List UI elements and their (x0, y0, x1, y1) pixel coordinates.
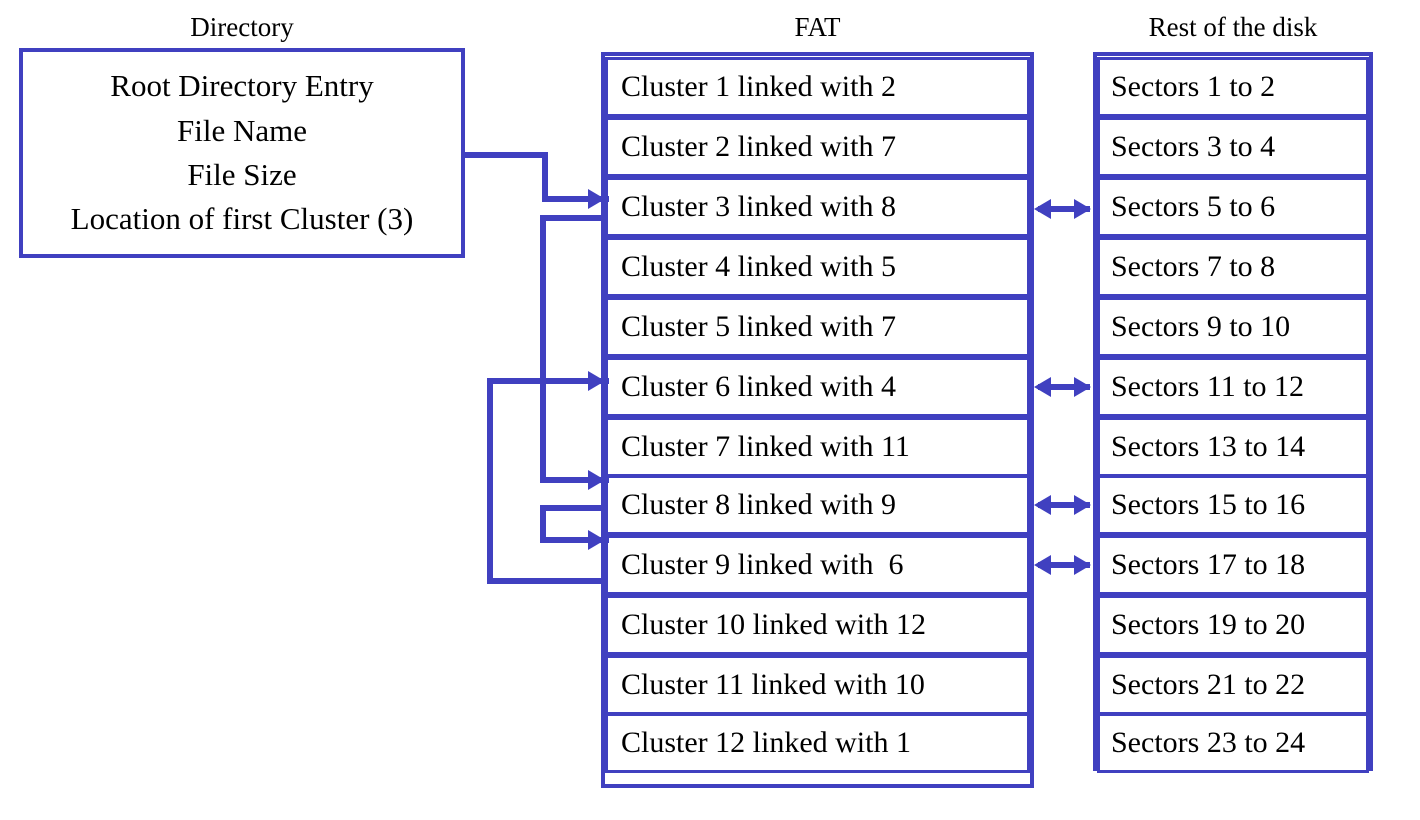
arrowhead-into-cluster3-icon (588, 189, 605, 209)
link-cluster9-to-cluster6-horizontal-top (487, 378, 567, 384)
disk-cell-7[interactable]: Sectors 13 to 14 (1097, 417, 1369, 477)
disk-cell-5[interactable]: Sectors 9 to 10 (1097, 297, 1369, 357)
arrowhead-into-cluster9-icon (588, 530, 605, 550)
arrowhead-cluster9-left-icon (1034, 555, 1051, 575)
link-cluster9-to-sectors17to18-line (1038, 562, 1090, 568)
fat-cell-4[interactable]: Cluster 4 linked with 5 (605, 237, 1030, 297)
fat-cell-3[interactable]: Cluster 3 linked with 8 (605, 177, 1030, 237)
disk-cell-1[interactable]: Sectors 1 to 2 (1097, 57, 1369, 117)
disk-cell-6[interactable]: Sectors 11 to 12 (1097, 357, 1369, 417)
link-cluster8-to-cluster9-horizontal-top (540, 505, 606, 511)
link-cluster3-to-sectors5to6-line (1038, 206, 1090, 212)
link-cluster6-to-sectors11to12-line (1038, 384, 1090, 390)
disk-cell-4[interactable]: Sectors 7 to 8 (1097, 237, 1369, 297)
arrowhead-sectors17to18-right-icon (1074, 555, 1091, 575)
fat-cell-7[interactable]: Cluster 7 linked with 11 (605, 417, 1030, 477)
root-directory-entry-box: Root Directory Entry File Name File Size… (19, 48, 465, 258)
fat-cell-11[interactable]: Cluster 11 linked with 10 (605, 655, 1030, 715)
arrowhead-cluster6-left-icon (1034, 377, 1051, 397)
arrowhead-into-cluster6-icon (588, 371, 605, 391)
link-cluster8-to-cluster9-vertical (540, 505, 546, 543)
link-cluster8-to-cluster9-horizontal-bottom (540, 537, 609, 543)
directory-line-file-name: File Name (177, 112, 307, 148)
link-directory-to-cluster3-horizontal-a (462, 152, 548, 158)
fat-column-heading: FAT (794, 12, 841, 42)
disk-cell-2[interactable]: Sectors 3 to 4 (1097, 117, 1369, 177)
fat-cell-6[interactable]: Cluster 6 linked with 4 (605, 357, 1030, 417)
directory-line-first-cluster: Location of first Cluster (3) (70, 201, 414, 237)
arrowhead-sectors5to6-right-icon (1074, 199, 1091, 219)
fat-cell-1[interactable]: Cluster 1 linked with 2 (605, 57, 1030, 117)
disk-cell-3[interactable]: Sectors 5 to 6 (1097, 177, 1369, 237)
link-cluster3-to-cluster8-horizontal-top (540, 215, 606, 221)
link-cluster8-to-sectors15to16-line (1038, 502, 1090, 508)
fat-cell-10[interactable]: Cluster 10 linked with 12 (605, 595, 1030, 655)
link-cluster3-to-cluster8-horizontal-bottom (540, 477, 609, 483)
arrowhead-cluster3-left-icon (1034, 199, 1051, 219)
fat-cell-8[interactable]: Cluster 8 linked with 9 (605, 475, 1030, 535)
arrowhead-cluster8-left-icon (1034, 495, 1051, 515)
fat-cell-5[interactable]: Cluster 5 linked with 7 (605, 297, 1030, 357)
arrowhead-into-cluster8-icon (588, 470, 605, 490)
link-directory-to-cluster3-vertical (542, 152, 548, 202)
disk-cell-11[interactable]: Sectors 21 to 22 (1097, 655, 1369, 715)
disk-column-heading: Rest of the disk (1148, 12, 1318, 42)
link-cluster9-to-cluster6-horizontal-bottom (487, 578, 606, 584)
link-cluster3-to-cluster8-vertical (540, 215, 546, 483)
disk-cell-8[interactable]: Sectors 15 to 16 (1097, 475, 1369, 535)
directory-line-file-size: File Size (187, 157, 297, 192)
arrowhead-sectors15to16-right-icon (1074, 495, 1091, 515)
arrowhead-sectors11to12-right-icon (1074, 377, 1091, 397)
directory-line-root-entry: Root Directory Entry (110, 68, 374, 104)
fat-cell-2[interactable]: Cluster 2 linked with 7 (605, 117, 1030, 177)
fat-cell-9[interactable]: Cluster 9 linked with 6 (605, 535, 1030, 595)
directory-column-heading: Directory (190, 12, 294, 42)
disk-cell-10[interactable]: Sectors 19 to 20 (1097, 595, 1369, 655)
fat-cell-12[interactable]: Cluster 12 linked with 1 (605, 713, 1030, 773)
disk-cell-9[interactable]: Sectors 17 to 18 (1097, 535, 1369, 595)
link-cluster9-to-cluster6-vertical (487, 378, 493, 584)
link-directory-to-cluster3-horizontal-b (542, 196, 609, 202)
disk-cell-12[interactable]: Sectors 23 to 24 (1097, 713, 1369, 773)
